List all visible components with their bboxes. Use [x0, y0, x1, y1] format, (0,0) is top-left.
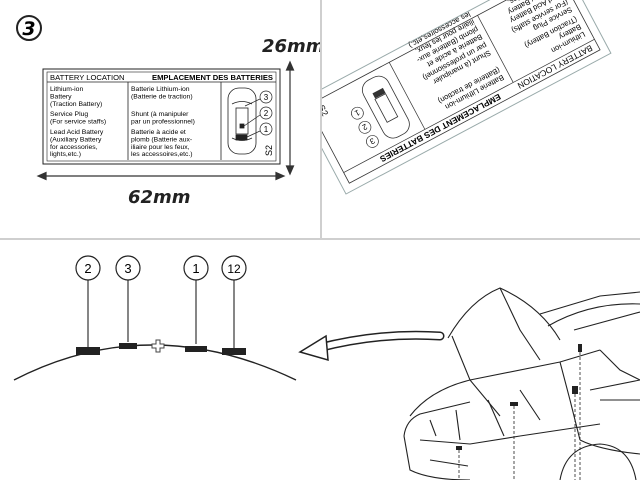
label-en-item-1-line-1: Lithium-ion [50, 86, 83, 93]
label-fr-item-2-line-2: par un professionnel) [131, 118, 195, 125]
label-fr-item-3-line-3: iliaire pour les feux, [131, 144, 190, 151]
sticker-rotated: BATTERY LOCATION EMPLACEMENT DES BATTERI… [296, 0, 612, 195]
sticker-callout-1: 1 [353, 108, 362, 118]
label-callouts [243, 90, 273, 138]
sticker-callouts [351, 106, 379, 148]
battery-location-label: BATTERY LOCATION EMPLACEMENT DES BATTERI… [42, 68, 281, 165]
label-dimension-drawing: 3 26mm 62mm BA [16, 15, 325, 208]
label-heading-en: BATTERY LOCATION [50, 73, 125, 82]
component-marks [76, 343, 246, 355]
label-heading-fr: EMPLACEMENT DES BATTERIES [152, 73, 273, 82]
panel-divider-vertical [320, 0, 322, 238]
callout-leaders [87, 280, 235, 348]
label-en-item-1-line-2: Battery [50, 93, 72, 100]
pointer-arrow [298, 330, 445, 362]
sticker-photo-drawing: BATTERY LOCATION EMPLACEMENT DES BATTERI… [296, 0, 612, 195]
label-fr-item-1-line-1: Batterie Lithium-ion [131, 86, 190, 93]
label-dimension-panel: 3 26mm 62mm BA [0, 0, 325, 238]
label-fr-item-1-line-2: (Batterie de traction) [131, 93, 193, 100]
sticker-photo-panel: BATTERY LOCATION EMPLACEMENT DES BATTERI… [296, 0, 640, 238]
height-dimension-text: 26mm [262, 36, 320, 57]
label-side-code: S2 [264, 145, 274, 156]
vehicle-location-drawing: 2 3 1 12 [13, 255, 640, 481]
vehicle-location-panel: 2 3 1 12 [0, 240, 640, 481]
car-line-drawing [403, 287, 640, 481]
width-dimension-text: 62mm [128, 187, 191, 208]
label-callout-3: 3 [264, 93, 269, 102]
car-top-view-icon [227, 87, 257, 155]
label-en-item-3-line-3: for accessories, [50, 144, 98, 151]
callout-2: 2 [84, 261, 91, 276]
width-dimension-arrow [36, 171, 286, 181]
hood-outline [13, 344, 297, 381]
label-en-item-2-line-2: (For service staffs) [50, 118, 106, 125]
label-en-item-3-line-2: (Auxiliary Battery [50, 136, 102, 143]
label-en-item-3-line-4: lights,etc.) [50, 151, 81, 158]
center-cross-mark [151, 339, 165, 353]
label-callout-2: 2 [264, 109, 269, 118]
label-en-item-2-line-1: Service Plug [50, 111, 88, 118]
label-en-item-1-line-3: (Traction Battery) [50, 101, 102, 108]
label-french-items: Batterie Lithium-ion(Batterie de tractio… [131, 86, 195, 158]
panel-divider-horizontal [0, 238, 640, 240]
callout-circles [75, 255, 247, 281]
sticker-car-icon [361, 75, 410, 139]
sticker-callout-2: 2 [360, 122, 369, 132]
label-fr-item-3-line-4: les accessoires,etc.) [131, 151, 193, 158]
label-callout-1: 1 [264, 125, 269, 134]
label-fr-item-3-line-2: plomb (Batterie aux- [131, 136, 192, 143]
label-fr-item-2-line-1: Shunt (à manipuler [131, 111, 189, 118]
sticker-callout-3: 3 [368, 136, 377, 146]
callout-3: 3 [124, 261, 131, 276]
car-component-marks [456, 344, 582, 450]
step-number: 3 [22, 18, 35, 40]
step-number-badge: 3 [16, 15, 42, 41]
callout-12: 12 [227, 262, 241, 276]
label-en-item-3-line-1: Lead Acid Battery [50, 129, 104, 136]
label-fr-item-3-line-1: Batterie à acide et [131, 129, 186, 136]
callout-1: 1 [192, 261, 199, 276]
height-dimension-arrow [285, 60, 295, 176]
car-leader-lines [458, 352, 581, 480]
